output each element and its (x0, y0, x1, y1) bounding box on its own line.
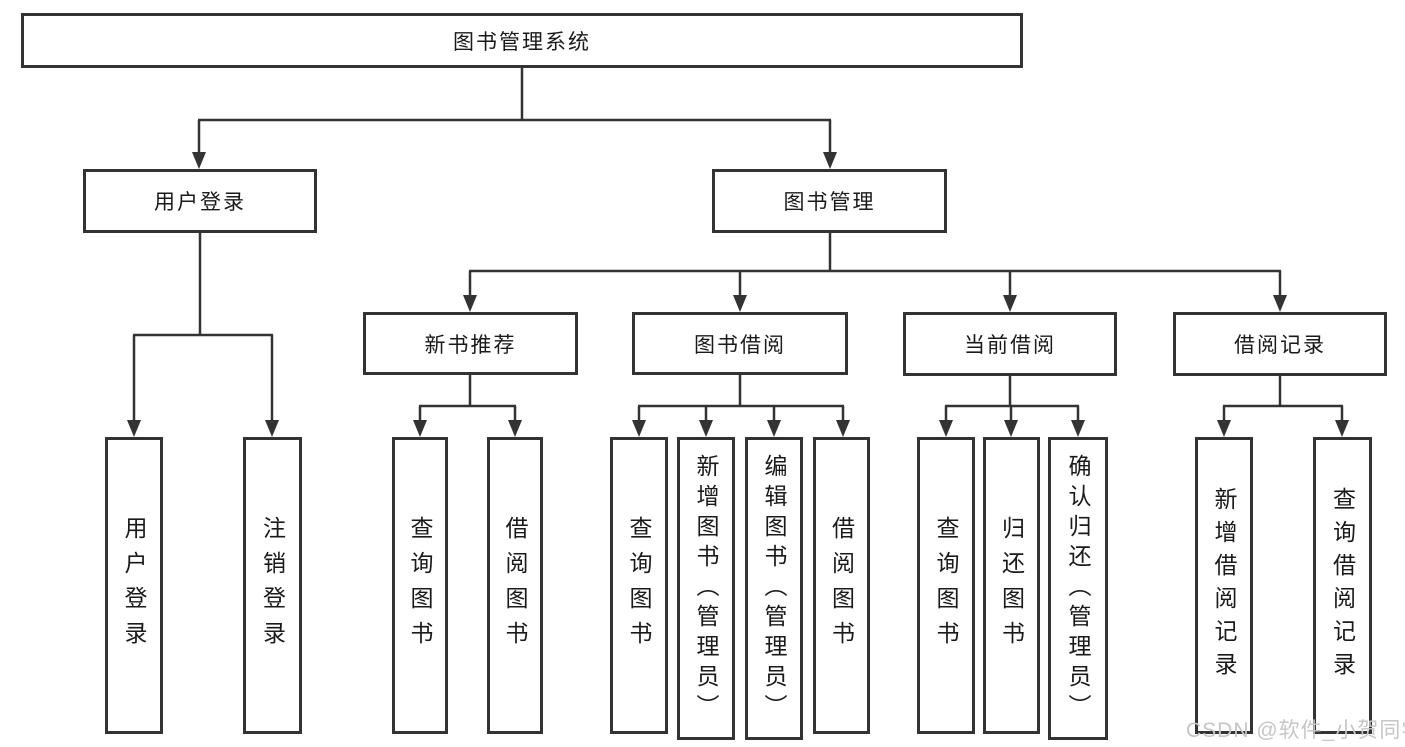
csdn-watermark: CSDN @软件_小贺同学 (1186, 719, 1405, 742)
leaf-user-login: 用户登录 (105, 437, 163, 734)
arrow-down-icon (632, 420, 646, 437)
arrow-down-icon (939, 420, 953, 437)
arrow-down-icon (733, 295, 747, 312)
arrow-down-icon (699, 420, 713, 437)
node-new-book-recommend: 新书推荐 (363, 312, 578, 375)
node-label: 图书管理系统 (453, 30, 591, 54)
leaf-label: 查询图书 (933, 515, 959, 656)
arrow-down-icon (127, 420, 141, 437)
node-current-borrowing: 当前借阅 (903, 312, 1117, 376)
arrow-down-icon (836, 420, 850, 437)
leaf-borrow-books-recommend: 借阅图书 (487, 437, 543, 734)
leaf-label: 新增图书（管理员） (693, 453, 719, 724)
arrow-down-icon (1003, 295, 1017, 312)
arrowhead-icons (127, 152, 1349, 437)
leaf-label: 编辑图书（管理员） (761, 453, 787, 724)
arrow-down-icon (823, 152, 837, 169)
leaf-query-books-current: 查询图书 (917, 437, 975, 734)
arrow-down-icon (1217, 420, 1231, 437)
leaf-edit-book-admin: 编辑图书（管理员） (745, 437, 803, 740)
leaf-add-borrow-record: 新增借阅记录 (1195, 437, 1253, 734)
arrow-down-icon (1071, 420, 1085, 437)
arrow-down-icon (192, 152, 206, 169)
leaf-label: 新增借阅记录 (1211, 486, 1237, 685)
leaf-label: 查询借阅记录 (1329, 486, 1356, 685)
leaf-query-books-borrowing: 查询图书 (610, 437, 668, 734)
node-label: 新书推荐 (424, 333, 517, 357)
leaf-query-books-recommend: 查询图书 (392, 437, 448, 734)
node-book-management: 图书管理 (712, 169, 947, 233)
node-label: 当前借阅 (964, 334, 1056, 357)
node-book-borrowing: 图书借阅 (632, 312, 848, 375)
node-user-login: 用户登录 (83, 169, 317, 233)
arrow-down-icon (508, 420, 522, 437)
leaf-return-books: 归还图书 (983, 437, 1040, 734)
leaf-borrow-books-borrowing: 借阅图书 (813, 437, 870, 734)
leaf-add-book-admin: 新增图书（管理员） (677, 437, 735, 740)
node-label: 图书借阅 (694, 333, 786, 357)
arrow-down-icon (1273, 295, 1287, 312)
leaf-label: 借阅图书 (502, 515, 528, 656)
node-root-library-management-system: 图书管理系统 (21, 13, 1023, 68)
arrow-down-icon (463, 295, 477, 312)
arrow-down-icon (1335, 420, 1349, 437)
node-label: 借阅记录 (1234, 334, 1326, 357)
arrow-down-icon (413, 420, 427, 437)
leaf-logout-login: 注销登录 (243, 437, 302, 734)
leaf-label: 查询图书 (407, 515, 433, 656)
node-label: 图书管理 (783, 191, 876, 214)
leaf-label: 确认归还（管理员） (1065, 453, 1091, 724)
leaf-label: 查询图书 (626, 515, 652, 656)
node-label: 用户登录 (154, 191, 246, 214)
leaf-label: 借阅图书 (828, 515, 855, 656)
leaf-query-borrow-record: 查询借阅记录 (1313, 437, 1372, 734)
leaf-confirm-return-admin: 确认归还（管理员） (1048, 437, 1108, 740)
arrow-down-icon (767, 420, 781, 437)
node-borrow-records: 借阅记录 (1173, 312, 1387, 376)
arrow-down-icon (1004, 420, 1018, 437)
leaf-label: 用户登录 (121, 515, 147, 656)
leaf-label: 注销登录 (259, 515, 286, 656)
leaf-label: 归还图书 (998, 515, 1025, 656)
arrow-down-icon (265, 420, 279, 437)
